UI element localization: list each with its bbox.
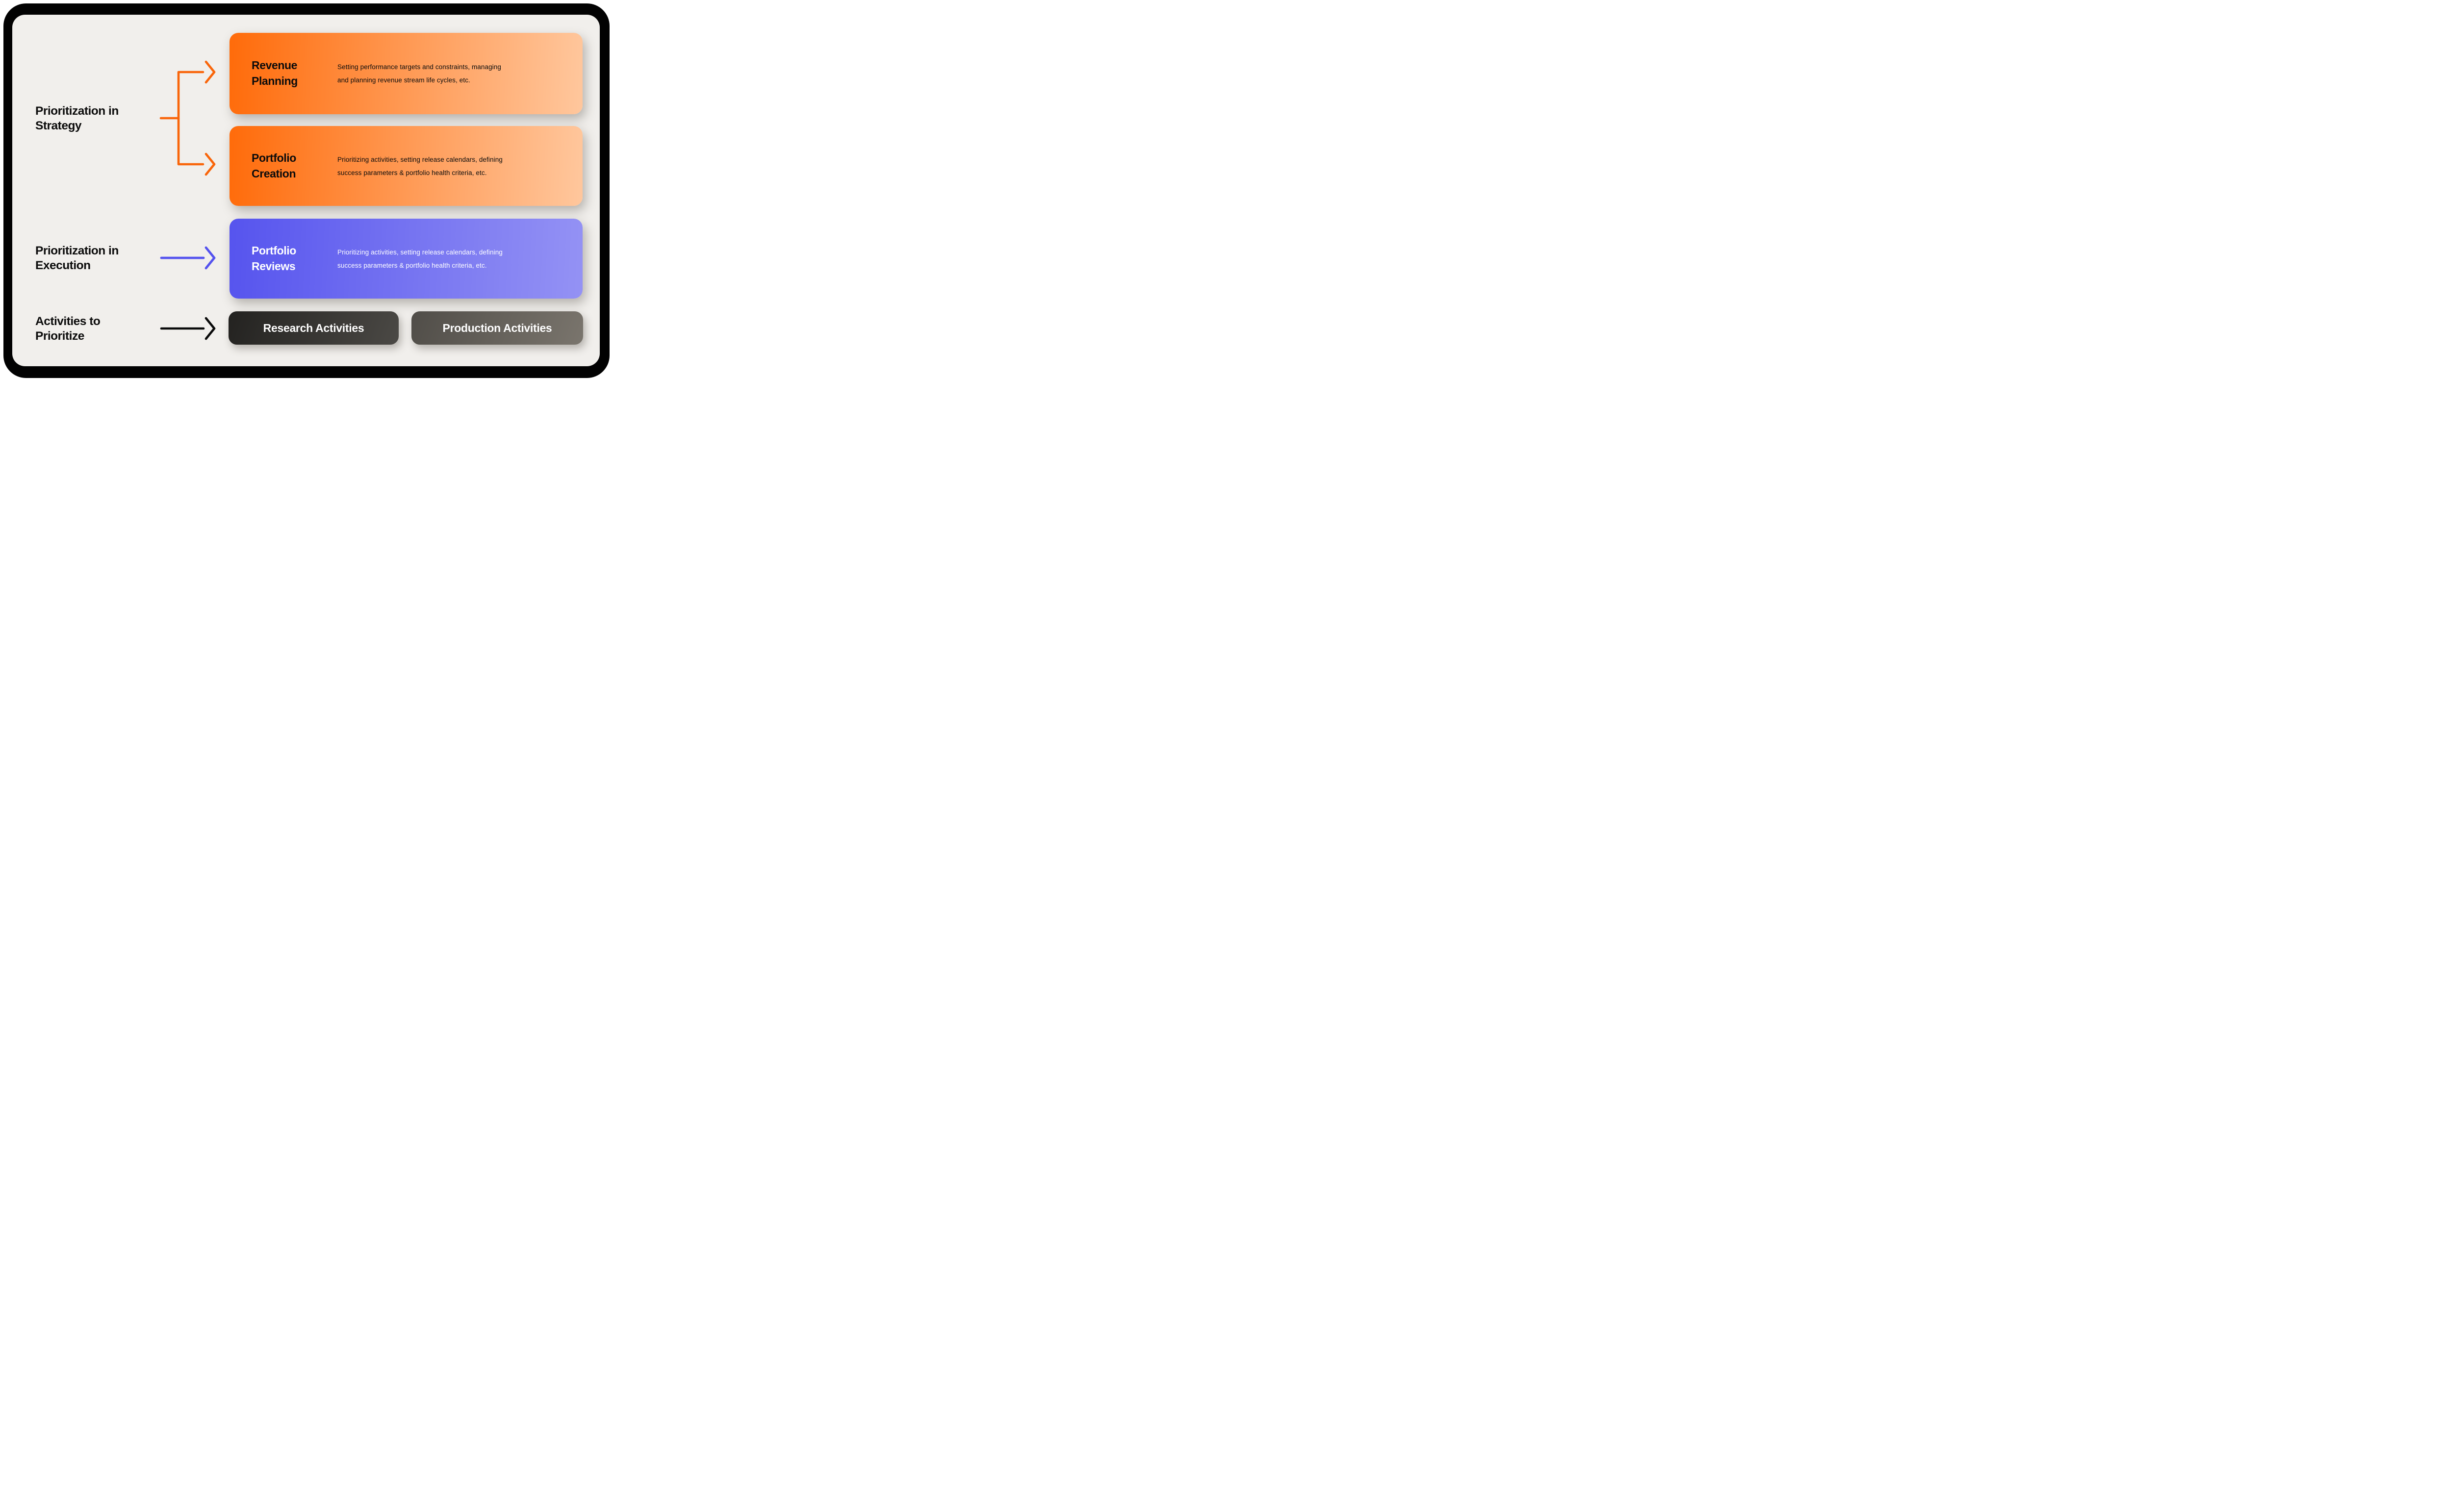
label-prioritization-in-strategy: Prioritization in Strategy — [35, 104, 119, 132]
card-portfolio-reviews: Portfolio Reviews Prioritizing activitie… — [230, 219, 583, 299]
pill-research-activities: Research Activities — [229, 311, 399, 345]
pill-label: Production Activities — [442, 321, 552, 334]
card-description: Prioritizing activities, setting release… — [337, 248, 503, 269]
card-description: Prioritizing activities, setting release… — [337, 155, 503, 176]
infographic-page: Prioritization in Strategy Prioritizatio… — [0, 0, 613, 378]
card-title: Portfolio Reviews — [252, 244, 296, 273]
pill-label: Research Activities — [263, 321, 364, 334]
card-description: Setting performance targets and constrai… — [337, 63, 501, 84]
label-activities-to-prioritize: Activities to Prioritize — [35, 315, 101, 343]
card-portfolio-creation: Portfolio Creation Prioritizing activiti… — [230, 126, 583, 206]
pill-production-activities: Production Activities — [411, 311, 583, 345]
label-prioritization-in-execution: Prioritization in Execution — [35, 244, 119, 272]
card-revenue-planning: Revenue Planning Setting performance tar… — [230, 33, 583, 114]
card-title: Revenue Planning — [252, 59, 298, 87]
card-title: Portfolio Creation — [252, 151, 296, 180]
